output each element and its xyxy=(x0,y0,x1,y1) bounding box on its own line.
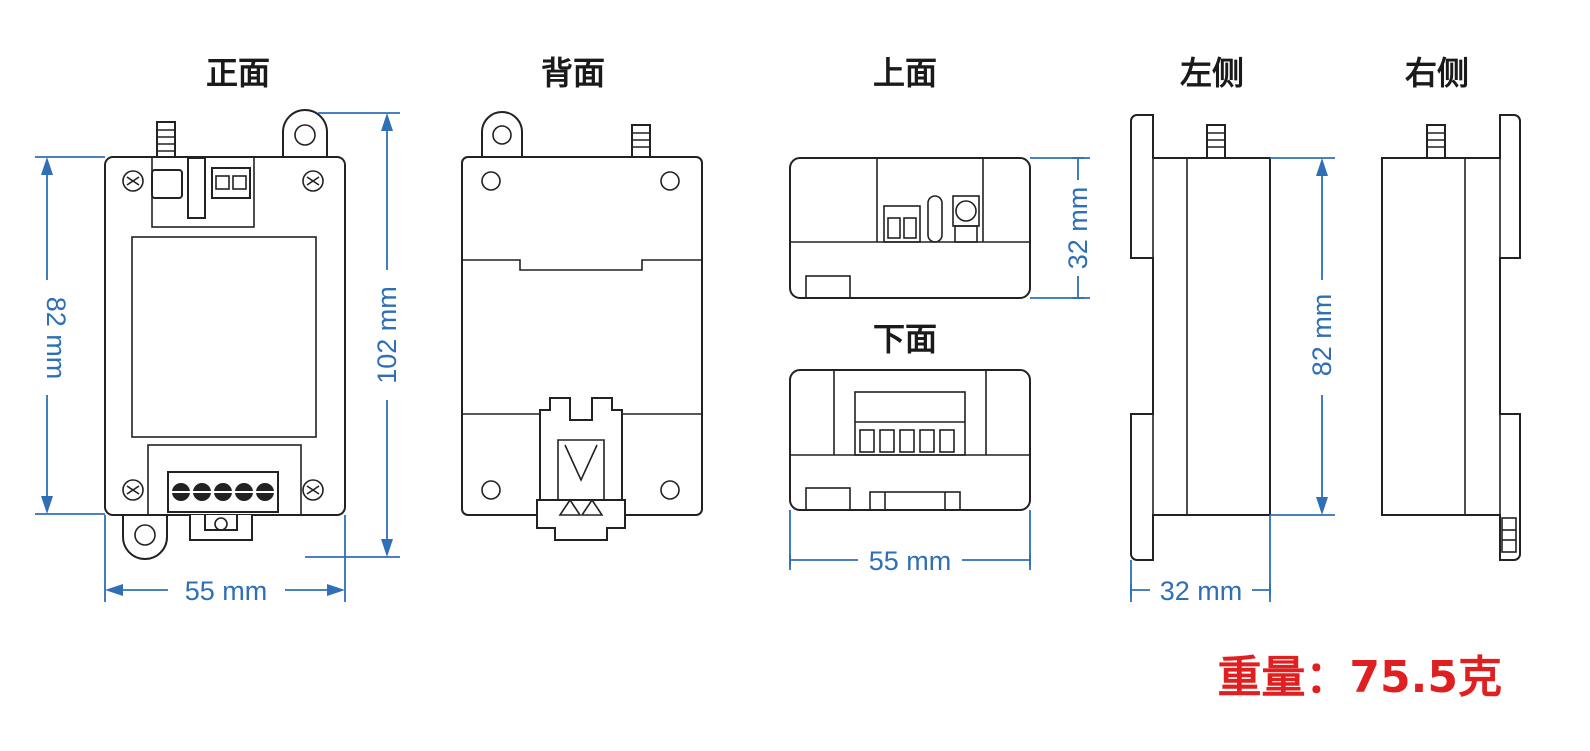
title-front: 正面 xyxy=(206,54,270,92)
side-depth-label: 32 mm xyxy=(1160,576,1243,606)
top-dimensions: 32 mm xyxy=(1030,157,1093,299)
side-height-label: 82 mm xyxy=(1307,294,1337,377)
bottom-view xyxy=(789,369,1031,511)
bottom-dimensions: 55 mm xyxy=(789,510,1031,576)
top-view xyxy=(789,157,1031,299)
left-dimensions: 82 mm 32 mm xyxy=(1130,157,1337,606)
front-view xyxy=(104,109,346,560)
title-top: 上面 xyxy=(873,54,937,92)
weight-label: 重量：75.5克 xyxy=(1217,652,1502,703)
title-left: 左侧 xyxy=(1180,54,1244,92)
right-view xyxy=(1381,114,1521,561)
bottom-width-label: 55 mm xyxy=(869,546,952,576)
front-width-label: 55 mm xyxy=(185,576,268,606)
front-height-label: 82 mm xyxy=(41,297,71,380)
title-back: 背面 xyxy=(541,54,605,92)
front-total-height-label: 102 mm xyxy=(372,286,402,384)
top-depth-label: 32 mm xyxy=(1063,187,1093,270)
title-right: 右侧 xyxy=(1405,54,1469,92)
back-view xyxy=(461,111,703,541)
title-bottom: 下面 xyxy=(873,320,937,358)
left-view xyxy=(1130,114,1271,561)
front-dimensions: 82 mm 102 mm 55 mm xyxy=(35,112,402,606)
screw-icon xyxy=(122,170,324,501)
